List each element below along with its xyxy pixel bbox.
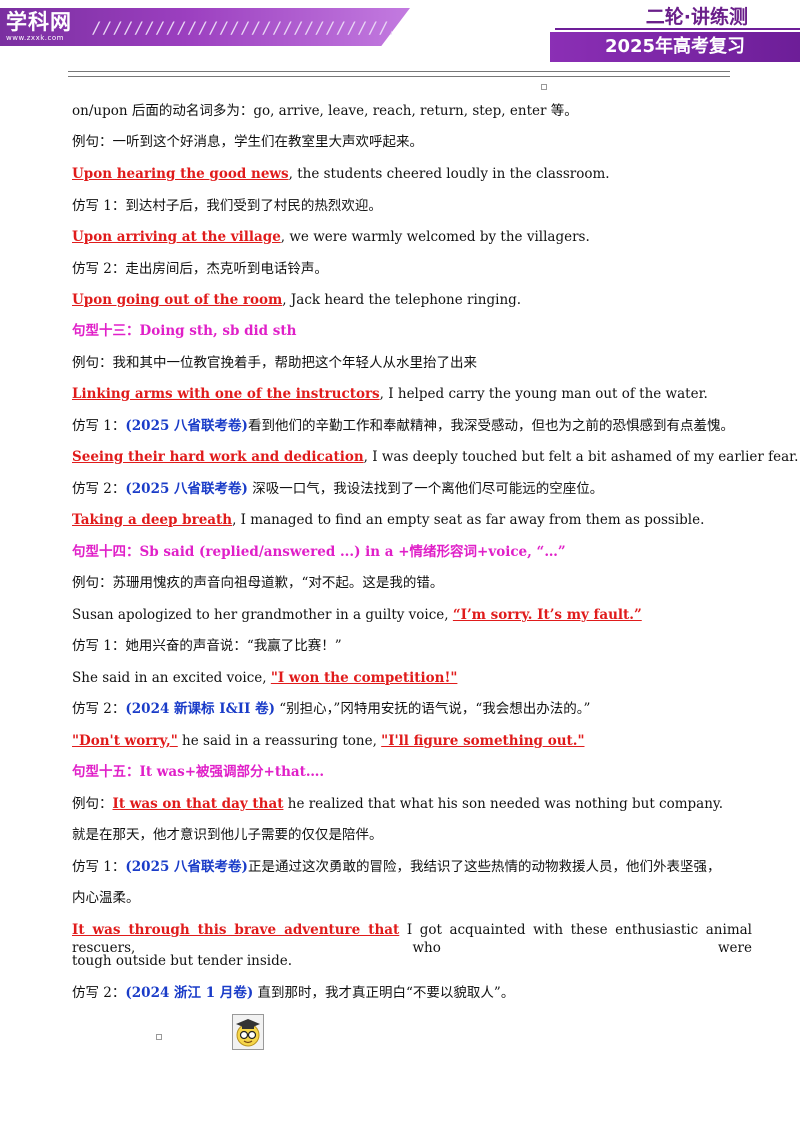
answer-line: She said in an excited voice, "I won the… — [72, 669, 457, 687]
page-header: 学科网 www.zxxk.com ///////////////////////… — [0, 0, 800, 64]
exercise-text: 正是通过这次勇敢的冒险，我结识了这些热情的动物救援人员，他们外表坚强， — [247, 859, 721, 875]
answer-highlight: Seeing their hard work and dedication — [72, 449, 364, 465]
answer-highlight: "I'll figure something out." — [381, 733, 585, 749]
site-logo: 学科网 www.zxxk.com — [6, 10, 88, 44]
exercise-line: 仿写 2：走出房间后，杰克听到电话铃声。 — [72, 261, 328, 277]
logo-text: 学科网 — [6, 10, 72, 34]
pattern-heading: 句型十三：Doing sth, sb did sth — [72, 323, 297, 339]
answer-highlight: It was through this brave adventure that — [72, 922, 400, 938]
exercise-line: 仿写 2：(2025 八省联考卷) 深吸一口气，我设法找到了一个离他们尽可能远的… — [72, 480, 603, 498]
scholar-emoji-icon — [232, 1014, 264, 1050]
exam-source: (2024 新课标 I&II 卷) — [125, 701, 275, 717]
header-slashes: //////////////////////////////////// — [92, 18, 392, 37]
exam-source: (2025 八省联考卷) — [125, 418, 248, 434]
answer-rest: , Jack heard the telephone ringing. — [282, 292, 522, 308]
answer-highlight: “I’m sorry. It’s my fault.” — [452, 607, 642, 623]
answer-rest: , the students cheered loudly in the cla… — [288, 166, 610, 182]
answer-line: Linking arms with one of the instructors… — [72, 385, 708, 403]
exercise-label: 仿写 1： — [72, 418, 126, 434]
exercise-line: 仿写 1：(2025 八省联考卷)正是通过这次勇敢的冒险，我结识了这些热情的动物… — [72, 858, 720, 876]
answer-highlight: "I won the competition!" — [270, 670, 458, 686]
exercise-text: “别担心，”冈特用安抚的语气说，“我会想出办法的。” — [274, 701, 591, 717]
exam-source: (2025 八省联考卷) — [125, 859, 248, 875]
example-label: 例句： — [72, 796, 113, 812]
answer-line: Upon going out of the room, Jack heard t… — [72, 291, 521, 309]
pattern-heading: 句型十五：It was+被强调部分+that…. — [72, 764, 325, 780]
exercise-line: 仿写 1：她用兴奋的声音说：“我赢了比赛！” — [72, 638, 342, 654]
exercise-line: 仿写 1：到达村子后，我们受到了村民的热烈欢迎。 — [72, 198, 382, 214]
answer-mid: he said in a reassuring tone, — [177, 733, 382, 749]
answer-line: It was through this brave adventure that… — [72, 921, 752, 957]
answer-rest: , we were warmly welcomed by the village… — [280, 229, 590, 245]
exercise-text: 直到那时，我才真正明白“不要以貌取人”。 — [253, 985, 515, 1001]
answer-rest: he realized that what his son needed was… — [283, 796, 724, 812]
exercise-text: 深吸一口气，我设法找到了一个离他们尽可能远的空座位。 — [247, 481, 604, 497]
answer-rest: I got acquainted with these enthusiastic… — [72, 922, 752, 956]
answer-highlight: "Don't worry," — [72, 733, 178, 749]
header-band — [0, 8, 410, 46]
answer-pre: She said in an excited voice, — [72, 670, 271, 686]
anchor-mark — [156, 1034, 162, 1040]
translation-line: 就是在那天，他才意识到他儿子需要的仅仅是陪伴。 — [72, 827, 383, 843]
example-line: 例句：It was on that day that he realized t… — [72, 795, 723, 813]
answer-rest: , I helped carry the young man out of th… — [379, 386, 708, 402]
answer-line: Susan apologized to her grandmother in a… — [72, 606, 642, 624]
exam-source: (2024 浙江 1 月卷) — [125, 985, 254, 1001]
exercise-line: 仿写 2：(2024 新课标 I&II 卷) “别担心，”冈特用安抚的语气说，“… — [72, 700, 590, 718]
answer-highlight: Upon going out of the room — [72, 292, 283, 308]
header-divider — [555, 28, 800, 30]
answer-rest: , I managed to find an empty seat as far… — [232, 512, 705, 528]
exercise-label: 仿写 2： — [72, 985, 126, 1001]
header-year-title: 2025年高考复习 — [550, 32, 800, 62]
exercise-line: 仿写 2：(2024 浙江 1 月卷) 直到那时，我才真正明白“不要以貌取人”。 — [72, 984, 514, 1002]
answer-line: Seeing their hard work and dedication, I… — [72, 448, 798, 466]
answer-highlight: Taking a deep breath — [72, 512, 233, 528]
header-series-title: 二轮·讲练测 — [645, 6, 748, 28]
answer-line: "Don't worry," he said in a reassuring t… — [72, 732, 584, 750]
exercise-line: 仿写 1：(2025 八省联考卷)看到他们的辛勤工作和奉献精神，我深受感动，但也… — [72, 417, 734, 435]
exercise-text: 看到他们的辛勤工作和奉献精神，我深受感动，但也为之前的恐惧感到有点羞愧。 — [247, 418, 734, 434]
pattern-heading: 句型十四：Sb said (replied/answered ...) in a… — [72, 544, 566, 560]
answer-line: Taking a deep breath, I managed to find … — [72, 511, 704, 529]
example-line: 例句：一听到这个好消息，学生们在教室里大声欢呼起来。 — [72, 134, 423, 150]
text-line: on/upon 后面的动名词多为：go, arrive, leave, reac… — [72, 103, 578, 119]
exercise-label: 仿写 2： — [72, 701, 126, 717]
answer-highlight: Upon arriving at the village — [72, 229, 281, 245]
example-line: 例句：苏珊用愧疚的声音向祖母道歉，“对不起。这是我的错。 — [72, 575, 444, 591]
anchor-mark — [541, 84, 547, 90]
answer-line: Upon hearing the good news, the students… — [72, 165, 610, 183]
answer-highlight: Linking arms with one of the instructors — [72, 386, 380, 402]
answer-line: Upon arriving at the village, we were wa… — [72, 228, 590, 246]
exercise-label: 仿写 2： — [72, 481, 126, 497]
answer-highlight: It was on that day that — [112, 796, 284, 812]
logo-url: www.zxxk.com — [6, 34, 64, 42]
answer-line-cont: tough outside but tender inside. — [72, 953, 293, 969]
exercise-label: 仿写 1： — [72, 859, 126, 875]
example-line: 例句：我和其中一位教官挽着手，帮助把这个年轻人从水里抬了出来 — [72, 355, 477, 371]
exercise-line-cont: 内心温柔。 — [72, 890, 140, 906]
answer-highlight: Upon hearing the good news — [72, 166, 289, 182]
answer-rest: , I was deeply touched but felt a bit as… — [363, 449, 799, 465]
exam-source: (2025 八省联考卷) — [125, 481, 248, 497]
answer-pre: Susan apologized to her grandmother in a… — [72, 607, 453, 623]
header-rule — [68, 71, 730, 77]
